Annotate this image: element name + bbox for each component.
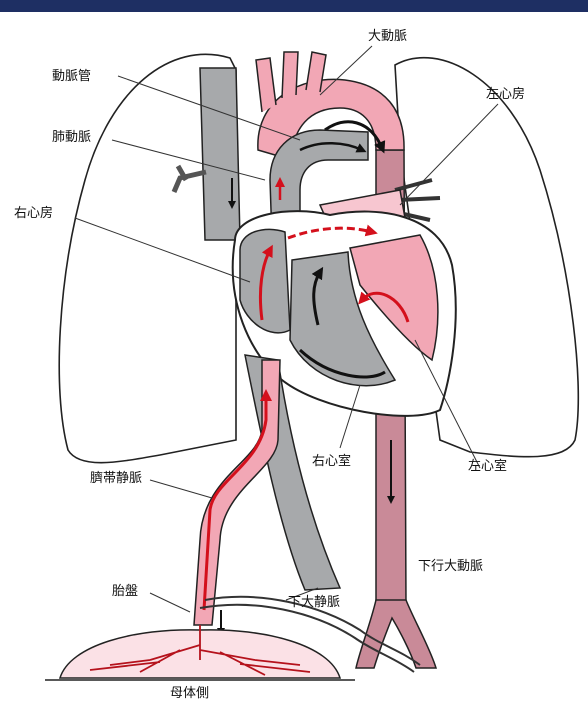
label-umbilical-vein: 臍帯静脈 xyxy=(90,470,142,486)
label-inferior-vena-cava: 下大静脈 xyxy=(288,595,340,610)
fetal-circulation-diagram: 大動脈 動脈管 左心房 肺動脈 右心房 右心室 左心室 臍帯静脈 下行大動脈 胎… xyxy=(0,12,588,704)
label-right-ventricle: 右心室 xyxy=(312,453,351,469)
label-ductus-arteriosus: 動脈管 xyxy=(52,69,91,84)
label-aorta: 大動脈 xyxy=(368,29,407,44)
label-pulmonary-artery: 肺動脈 xyxy=(52,130,91,145)
aorta-bifurcation xyxy=(356,600,436,668)
superior-vena-cava xyxy=(200,68,240,240)
label-right-atrium: 右心房 xyxy=(14,205,53,221)
top-banner xyxy=(0,0,588,12)
label-left-atrium: 左心房 xyxy=(486,86,525,102)
label-placenta: 胎盤 xyxy=(112,584,138,599)
label-left-ventricle: 左心室 xyxy=(468,458,507,474)
label-maternal-side: 母体側 xyxy=(170,686,209,701)
label-descending-aorta: 下行大動脈 xyxy=(418,559,483,574)
